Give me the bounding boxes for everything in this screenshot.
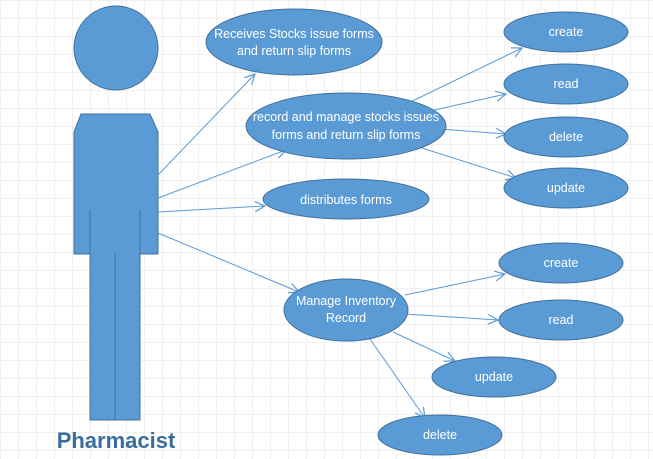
use-case-shape — [431, 356, 557, 398]
use-case-shape — [503, 167, 629, 209]
use-case-update-2[interactable]: update — [431, 356, 557, 398]
use-case-label: create — [549, 25, 584, 39]
use-case-label: Record — [326, 311, 366, 325]
use-case-read-2[interactable]: read — [498, 299, 624, 341]
use-case-shape — [245, 92, 447, 160]
use-case-shape — [205, 8, 383, 76]
use-case-label: delete — [549, 130, 583, 144]
arrow-record-to-update — [421, 147, 516, 178]
use-case-record-manage[interactable]: record and manage stocks issues forms an… — [245, 92, 447, 160]
use-case-label: record and manage stocks issues — [253, 110, 439, 124]
use-case-shape — [503, 11, 629, 53]
use-case-label: read — [553, 77, 578, 91]
actor-head — [73, 5, 159, 91]
arrow-inventory-to-create — [404, 274, 505, 296]
actor-body — [73, 113, 159, 421]
use-case-label: Manage Inventory — [296, 294, 397, 308]
arrow-inventory-to-delete — [369, 338, 425, 418]
arrow-to-manage-inventory — [157, 232, 299, 292]
use-case-label: forms and return slip forms — [272, 128, 421, 142]
arrow-record-to-create — [399, 48, 522, 108]
use-case-label: create — [544, 256, 579, 270]
actor-pharmacist[interactable]: Pharmacist — [57, 5, 176, 453]
use-case-shape — [503, 63, 629, 105]
use-case-label: distributes forms — [300, 193, 392, 207]
actor-label: Pharmacist — [57, 428, 176, 453]
use-case-shape — [498, 242, 624, 284]
use-case-shape — [283, 278, 409, 342]
connectors — [157, 48, 522, 418]
use-case-read-1[interactable]: read — [503, 63, 629, 105]
arrow-inventory-to-update — [392, 331, 455, 361]
use-case-label: read — [548, 313, 573, 327]
use-case-shape — [503, 116, 629, 158]
use-case-shape — [262, 178, 430, 220]
use-case-distributes-forms[interactable]: distributes forms — [262, 178, 430, 220]
use-case-delete-2[interactable]: delete — [377, 414, 503, 456]
use-case-create-1[interactable]: create — [503, 11, 629, 53]
arrow-record-to-read — [429, 94, 506, 112]
use-case-receives-forms[interactable]: Receives Stocks issue forms and return s… — [205, 8, 383, 76]
use-case-manage-inventory[interactable]: Manage Inventory Record — [283, 278, 409, 342]
use-case-label: Receives Stocks issue forms — [214, 27, 374, 41]
arrow-record-to-delete — [439, 129, 506, 134]
arrow-to-receives-forms — [157, 74, 255, 176]
use-case-update-1[interactable]: update — [503, 167, 629, 209]
use-case-label: update — [547, 181, 585, 195]
use-case-shape — [377, 414, 503, 456]
use-case-shape — [498, 299, 624, 341]
arrow-inventory-to-read — [404, 313, 498, 320]
use-case-label: delete — [423, 428, 457, 442]
arrow-to-record-manage — [157, 150, 286, 199]
arrow-to-distributes — [157, 206, 265, 213]
use-case-delete-1[interactable]: delete — [503, 116, 629, 158]
use-case-label: and return slip forms — [237, 44, 351, 58]
use-case-label: update — [475, 370, 513, 384]
use-case-create-2[interactable]: create — [498, 242, 624, 284]
